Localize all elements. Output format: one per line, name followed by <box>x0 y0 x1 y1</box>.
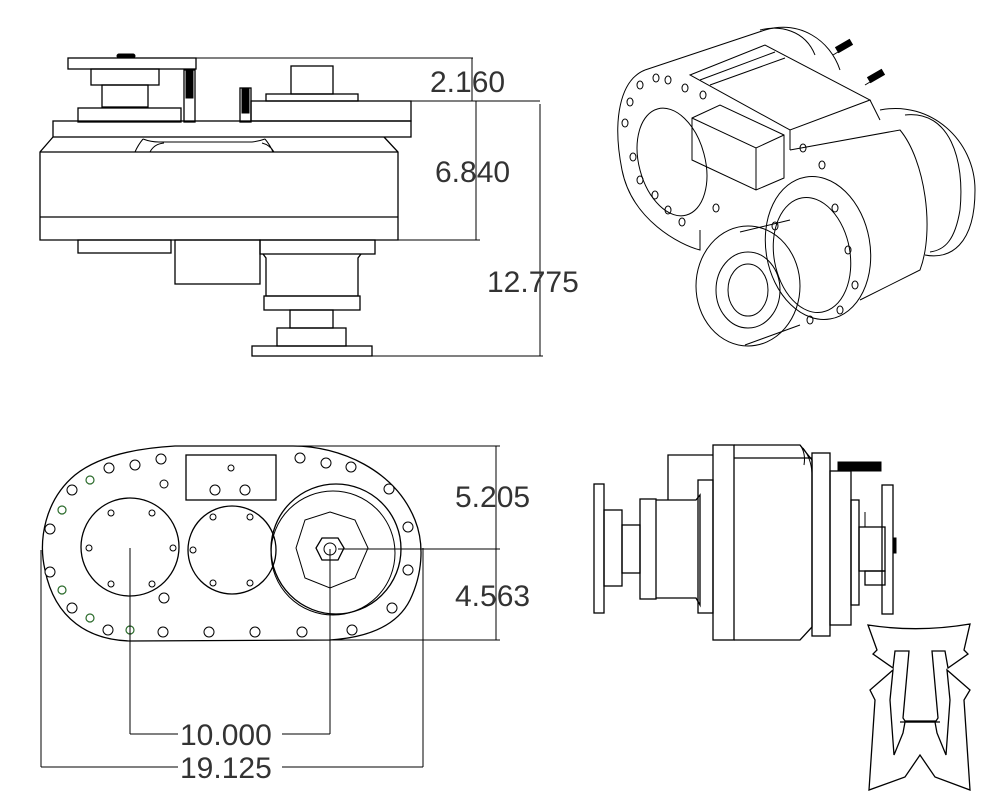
housing-side <box>789 129 928 301</box>
dim-text-19125: 19.125 <box>180 752 272 785</box>
stud-right-thread <box>241 87 250 114</box>
side-view <box>593 444 897 641</box>
perimeter-bolts <box>44 452 414 638</box>
top-collar <box>77 107 182 123</box>
iso-bolt-holes <box>621 73 859 325</box>
output-hub <box>276 327 347 347</box>
mid-flange <box>764 176 872 320</box>
output-shaft-side <box>858 526 886 572</box>
top-hub <box>90 68 160 86</box>
output-flange-side <box>881 484 894 615</box>
rear-plate <box>829 470 852 626</box>
output-flange <box>259 239 376 255</box>
valve-block-front <box>185 454 277 501</box>
rear-drum-outline <box>879 108 976 257</box>
dim-text-6840: 6.840 <box>435 156 510 189</box>
boss-flange <box>265 93 359 102</box>
main-case-front <box>712 444 735 641</box>
iso-stud-1 <box>834 38 854 54</box>
output-shaft <box>289 309 334 329</box>
round-cover <box>636 107 708 217</box>
output-base <box>251 345 373 357</box>
top-shaft <box>101 84 149 108</box>
front-flange-outline <box>617 69 701 251</box>
front-housing-outline <box>41 445 422 642</box>
weld-seam <box>134 138 275 153</box>
front-view: 5.205 4.563 10.000 19.125 <box>40 445 530 785</box>
isometric-view <box>617 26 976 347</box>
boss-plate <box>250 100 412 122</box>
top-cap <box>759 27 816 56</box>
output-ring <box>263 295 361 311</box>
housing-top <box>688 44 872 131</box>
output-yoke-outer <box>695 225 801 347</box>
logo-w <box>868 668 971 791</box>
logo-t <box>867 623 971 722</box>
boss-top <box>290 65 334 95</box>
top-view: 2.160 6.840 12.775 <box>39 53 579 357</box>
top-bolt-head <box>116 53 136 59</box>
top-plate <box>67 57 197 70</box>
dim-text-10000: 10.000 <box>180 719 272 752</box>
dim-text-2160: 2.160 <box>430 66 505 99</box>
dim-text-12775: 12.775 <box>487 266 579 299</box>
side-stud <box>837 461 882 472</box>
input-flange <box>593 483 605 614</box>
output-yoke-inner <box>715 251 781 329</box>
output-hub-front <box>295 511 369 589</box>
dim-text-5205: 5.205 <box>455 481 530 514</box>
stud-left-thread <box>185 69 194 99</box>
main-case <box>734 444 813 641</box>
dim-text-4563: 4.563 <box>455 580 530 613</box>
output-nut <box>315 537 345 561</box>
iso-stud-2 <box>866 68 886 84</box>
middle-cover <box>187 505 277 595</box>
output-housing <box>262 253 362 297</box>
valve-block <box>691 104 785 191</box>
output-bore <box>727 263 769 317</box>
bottom-block <box>174 239 261 285</box>
cover-bolts <box>85 479 254 604</box>
bottom-pad-left <box>77 239 172 254</box>
tw-logo <box>867 623 971 791</box>
input-housing <box>656 493 701 608</box>
mid-plate <box>52 120 412 138</box>
